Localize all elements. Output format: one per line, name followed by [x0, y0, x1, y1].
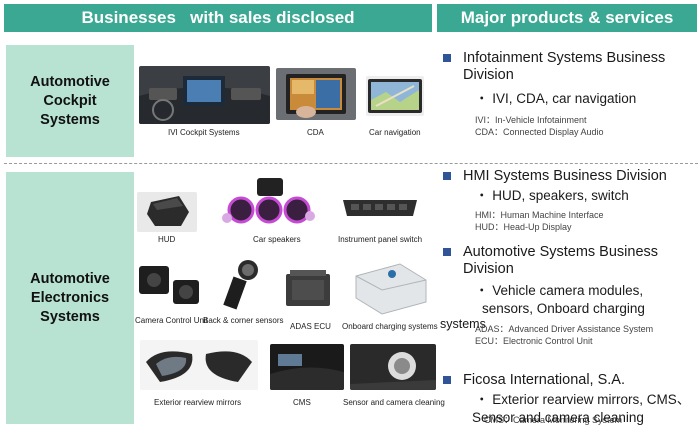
automotive-products-overflow: systems — [440, 317, 486, 331]
segment-electronics-label: Automotive Electronics Systems — [6, 172, 134, 424]
sensor-camera-cleaning-image — [350, 344, 436, 390]
camera-control-unit-caption: Camera Control Unit — [135, 316, 208, 325]
infotainment-division-title: Infotainment Systems Business Division — [463, 50, 666, 83]
adas-ecu-caption: ADAS ECU — [290, 322, 331, 331]
ficosa-products-line1: ・ Exterior rearview mirrors, CMS、 — [475, 392, 691, 407]
camera-control-unit-image — [137, 262, 207, 310]
onboard-charging-image — [350, 258, 430, 316]
hud-image — [137, 192, 197, 232]
sec3-bullet — [443, 248, 451, 256]
sec1-bullet — [443, 54, 451, 62]
hud-note: HUD：Head-Up Display — [475, 222, 572, 232]
ficosa-products-line2: Sensor and camera cleaning — [472, 410, 644, 425]
exterior-mirrors-image — [140, 340, 258, 390]
back-corner-sensors-image — [218, 256, 268, 312]
products-header: Major products & services — [437, 4, 697, 32]
car-speakers-caption: Car speakers — [253, 235, 301, 244]
sec4-bullet — [443, 376, 451, 384]
ficosa-title: Ficosa International, S.A. — [463, 372, 625, 388]
ivi-note: IVI：In-Vehicle Infotainment — [475, 115, 587, 125]
ivi-cockpit-image — [139, 66, 270, 124]
hmi-products: ・ HUD, speakers, switch — [475, 188, 629, 203]
sensor-camera-cleaning-caption: Sensor and camera cleaning — [343, 398, 445, 407]
car-speakers-image — [219, 174, 317, 226]
cda-note: CDA：Connected Display Audio — [475, 127, 604, 137]
instrument-panel-switch-caption: Instrument panel switch — [338, 235, 423, 244]
back-corner-sensors-caption: Back & corner sensors — [203, 316, 284, 325]
cms-note: CMS：Camera Monitoring System — [484, 415, 623, 425]
adas-note: ADAS：Advanced Driver Assistance System — [475, 324, 654, 334]
ecu-note: ECU：Electronic Control Unit — [475, 336, 593, 346]
cms-caption: CMS — [293, 398, 311, 407]
cms-image — [270, 344, 344, 390]
hud-caption: HUD — [158, 235, 176, 244]
hmi-division-title: HMI Systems Business Division — [463, 168, 667, 184]
infotainment-products: ・ IVI, CDA, car navigation — [475, 91, 637, 106]
cda-caption: CDA — [307, 128, 324, 137]
instrument-panel-switch-image — [341, 194, 419, 220]
cda-image — [276, 68, 356, 120]
ivi-caption: IVI Cockpit Systems — [168, 128, 240, 137]
businesses-header: Businesses with sales disclosed — [4, 4, 432, 32]
automotive-products-line1: ・ Vehicle camera modules, — [475, 283, 644, 298]
onboard-charging-caption: Onboard charging systems — [342, 322, 438, 331]
hmi-note: HMI：Human Machine Interface — [475, 210, 604, 220]
section-divider — [4, 163, 698, 164]
sec2-bullet — [443, 172, 451, 180]
car-navigation-image — [366, 76, 424, 116]
adas-ecu-image — [282, 266, 334, 312]
car-navigation-caption: Car navigation — [369, 128, 421, 137]
automotive-products-line2: sensors, Onboard charging — [482, 301, 645, 316]
segment-cockpit-label: Automotive Cockpit Systems — [6, 45, 134, 157]
automotive-division-title: Automotive Systems Business Division — [463, 244, 659, 277]
exterior-mirrors-caption: Exterior rearview mirrors — [154, 398, 242, 407]
